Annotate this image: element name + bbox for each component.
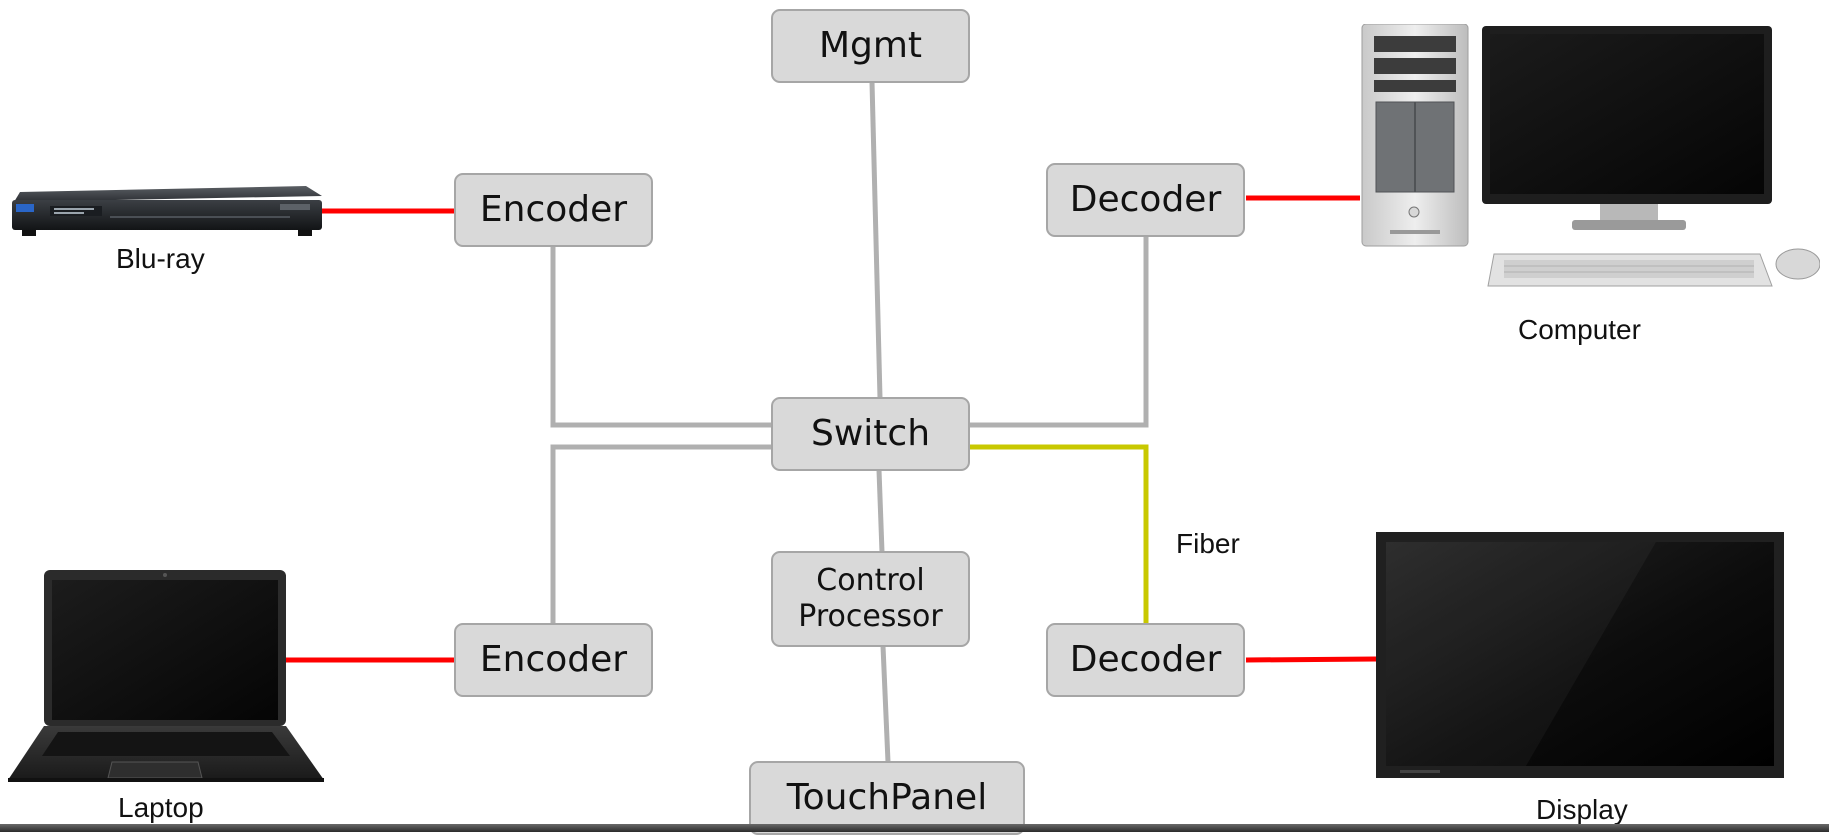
computer-label: Computer	[1518, 314, 1641, 345]
control-processor-node[interactable]: Control Processor	[771, 551, 970, 647]
switch-node[interactable]: Switch	[771, 397, 970, 471]
decoder-top-node[interactable]: Decoder	[1046, 163, 1245, 237]
encoder-top-node[interactable]: Encoder	[454, 173, 653, 247]
control-processor-label: Control Processor	[798, 563, 943, 635]
control-processor-label-line1: Control	[816, 563, 925, 598]
decoder-bottom-node[interactable]: Decoder	[1046, 623, 1245, 697]
desktop-computer-icon	[1361, 24, 1820, 287]
bottom-bar	[0, 824, 1829, 832]
link-mgmt-switch	[869, 81, 883, 399]
encoder-top-node-label: Encoder	[479, 189, 628, 231]
encoder-bottom-node[interactable]: Encoder	[454, 623, 653, 697]
link-encoder-top-switch	[550, 246, 772, 428]
bluray-player-icon	[12, 186, 322, 236]
laptop-icon	[8, 570, 324, 782]
mgmt-node[interactable]: Mgmt	[771, 9, 970, 83]
fiber-label: Fiber	[1176, 528, 1240, 559]
link-control-processor-touchpanel	[880, 645, 891, 763]
link-decoder-top-switch	[970, 236, 1149, 428]
mgmt-node-label: Mgmt	[818, 25, 923, 67]
link-switch-control-processor	[876, 469, 885, 553]
laptop-label: Laptop	[118, 792, 204, 823]
encoder-bottom-node-label: Encoder	[479, 639, 628, 681]
link-encoder-bottom-switch	[550, 444, 772, 624]
link-decoder-display	[1245, 656, 1377, 663]
control-processor-label-line2: Processor	[798, 599, 943, 634]
touchpanel-node[interactable]: TouchPanel	[749, 761, 1025, 835]
touchpanel-node-label: TouchPanel	[786, 777, 988, 819]
flat-panel-display-icon	[1376, 532, 1784, 778]
switch-node-label: Switch	[810, 413, 931, 455]
decoder-bottom-node-label: Decoder	[1069, 639, 1222, 681]
bluray-label: Blu-ray	[116, 243, 205, 274]
display-label: Display	[1536, 794, 1628, 825]
decoder-top-node-label: Decoder	[1069, 179, 1222, 221]
link-fiber-switch-decoder	[970, 444, 1149, 624]
